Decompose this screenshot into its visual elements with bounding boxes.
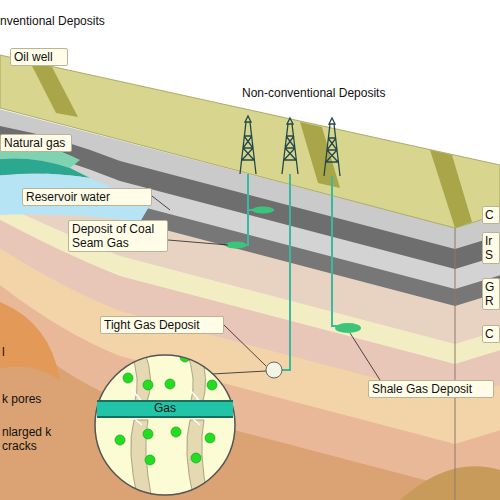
node-text: Tight Gas Deposit <box>104 318 220 332</box>
orange-fold <box>0 300 60 380</box>
ground-surface <box>0 55 500 228</box>
field-strip <box>300 122 340 188</box>
callout-box: Oil well <box>10 48 68 66</box>
label-text: nlarged k cracks <box>2 425 58 453</box>
layer-tab: C <box>482 325 500 343</box>
callout-box: Deposit of Coal Seam Gas <box>68 220 168 252</box>
rock-layer <box>0 245 500 500</box>
legend-fragment: k pores <box>2 392 62 406</box>
well-pipe <box>332 176 358 326</box>
rock-layer <box>0 316 500 500</box>
well-pipe <box>270 174 290 370</box>
rock-crack <box>186 350 208 500</box>
gas-dot <box>143 380 153 390</box>
well-pipes <box>226 174 358 370</box>
magnifier <box>95 350 235 500</box>
node-text: Natural gas <box>4 136 68 150</box>
section-heading: Non-conventional Deposits <box>242 86 412 100</box>
callout-box: Natural gas <box>0 134 72 152</box>
gas-dot <box>143 429 153 439</box>
magnifier-rim <box>95 355 235 495</box>
leader-line <box>224 325 266 366</box>
leader-line <box>152 196 170 210</box>
gas-dot <box>205 433 215 443</box>
rock-layer <box>0 201 500 500</box>
layer-tab: G R <box>482 278 500 310</box>
callout-box: Shale Gas Deposit <box>368 380 494 398</box>
legend-fragment: nlarged k cracks <box>2 425 58 453</box>
leader-line <box>168 240 228 245</box>
node-text: Oil well <box>14 50 64 64</box>
tight-gas-bubble <box>266 362 282 378</box>
gas-pockets <box>225 207 361 334</box>
drilling-rigs <box>240 116 340 176</box>
gas-dot <box>165 379 175 389</box>
magnifier-lens <box>95 355 235 495</box>
node-text: C <box>485 327 497 341</box>
node-text: Reservoir water <box>26 190 148 204</box>
gas-dot <box>171 427 181 437</box>
gas-pocket <box>225 242 247 249</box>
gas-dot <box>191 453 201 463</box>
rock-layer <box>0 217 500 500</box>
gas-dot <box>207 380 217 390</box>
gas-pocket <box>252 207 274 214</box>
derrick <box>240 116 256 174</box>
gas-pocket <box>335 323 361 333</box>
shale-layer <box>0 281 500 500</box>
layer-tab: Ir S <box>482 232 500 264</box>
derrick <box>282 118 298 174</box>
label-text: k pores <box>2 392 62 406</box>
node-text: Shale Gas Deposit <box>372 382 490 396</box>
callout-box: Reservoir water <box>22 188 152 206</box>
node-text: Ir S <box>485 234 497 262</box>
legend-fragment: l <box>2 345 22 359</box>
leader-lines <box>152 196 380 380</box>
node-text: C <box>485 208 497 222</box>
node-text: Deposit of Coal Seam Gas <box>72 222 164 250</box>
node-text: G R <box>485 280 497 308</box>
label-text: Non-conventional Deposits <box>242 86 412 100</box>
leader-line <box>350 333 380 380</box>
dome <box>400 466 500 500</box>
gas-dot <box>145 455 155 465</box>
label-text: nventional Deposits <box>0 14 160 28</box>
lens-connector <box>212 371 266 374</box>
layer-tab: C <box>482 206 500 224</box>
label-text: l <box>2 345 22 359</box>
gas-dot <box>123 373 133 383</box>
gas-band: Gas <box>97 400 233 418</box>
field-strip <box>430 150 472 228</box>
field-strip <box>30 62 78 117</box>
callout-box: Tight Gas Deposit <box>100 316 224 334</box>
block-edge <box>455 228 456 500</box>
node-text: Gas <box>97 402 233 415</box>
derrick <box>324 118 340 176</box>
lens-content <box>115 350 217 500</box>
section-heading: nventional Deposits <box>0 14 160 28</box>
gas-dot <box>115 435 125 445</box>
well-pipe <box>226 174 274 245</box>
